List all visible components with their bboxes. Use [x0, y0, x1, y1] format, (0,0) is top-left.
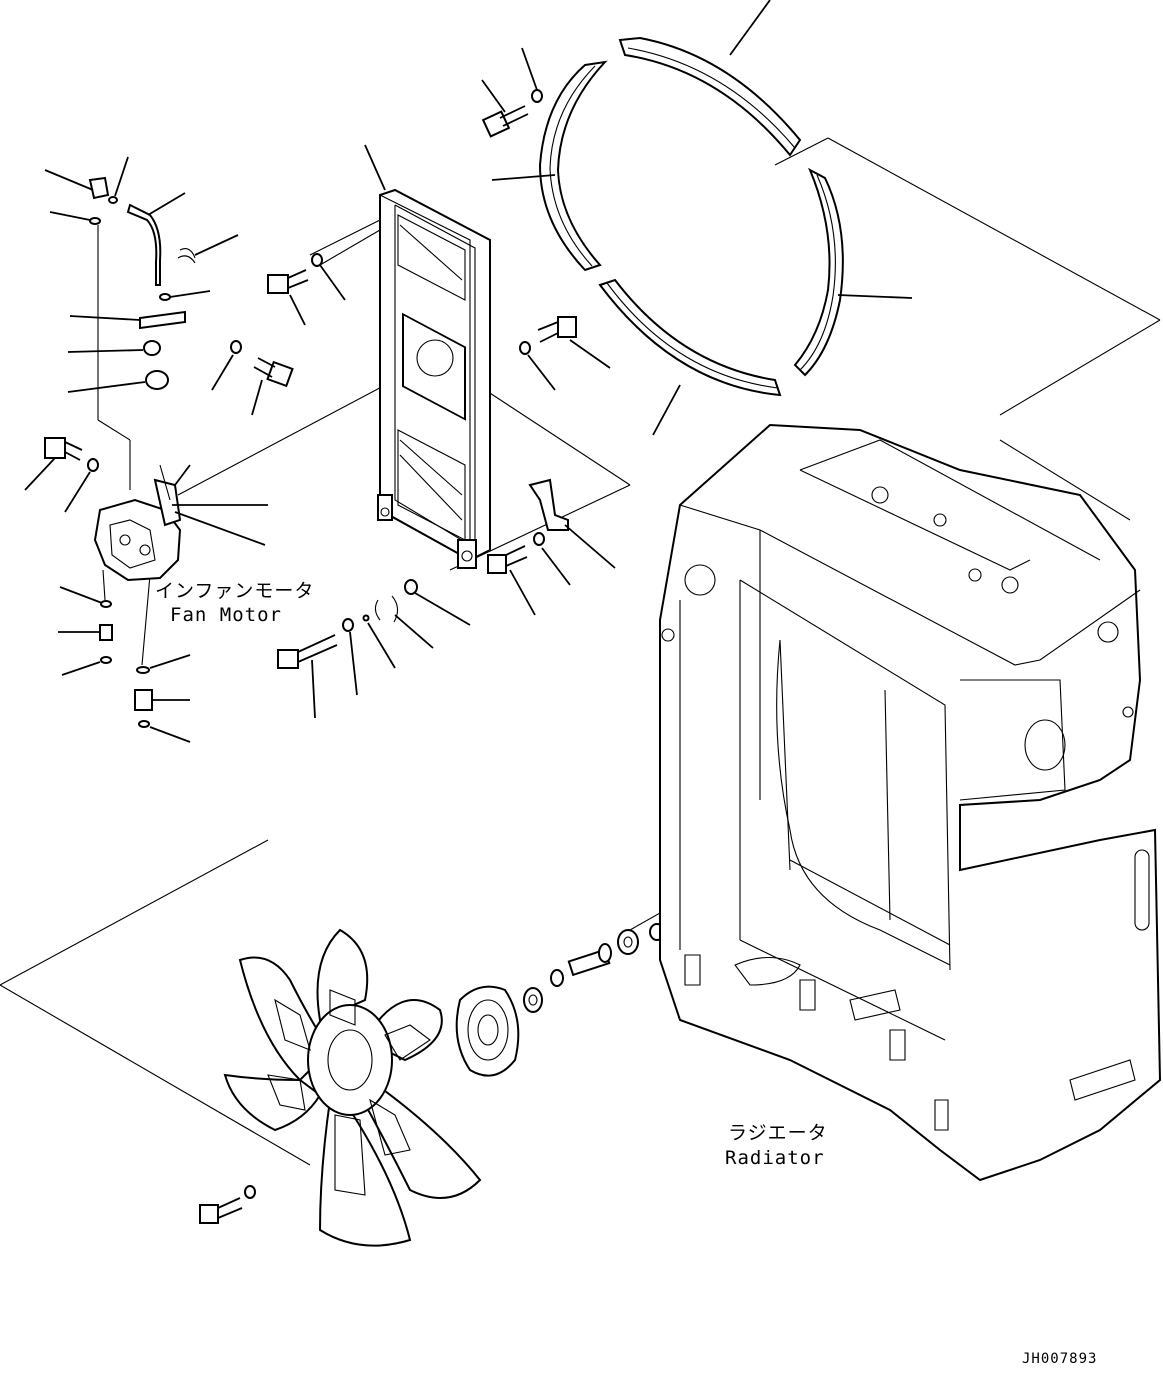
fan-shroud-rings	[491, 0, 913, 436]
spacer-and-bolt	[523, 923, 665, 1013]
fan-pulley	[455, 985, 520, 1077]
cooler-mount-bolts	[211, 253, 616, 719]
oil-cooler-frame	[364, 144, 491, 569]
radiator-label-jp: ラジエータ	[728, 1122, 828, 1144]
fan-motor-label-en: Fan Motor	[170, 604, 282, 626]
fan-motor	[58, 464, 268, 743]
fan-mount-bolt	[199, 1185, 256, 1224]
fan-motor-hose-group	[24, 156, 239, 513]
shroud-bolt	[481, 47, 543, 138]
radiator-label-en: Radiator	[725, 1147, 825, 1169]
fan-motor-label-jp: インファンモータ	[155, 580, 314, 602]
cooling-fan	[223, 928, 482, 1247]
drawing-code: JH007893	[1022, 1351, 1097, 1367]
radiator	[659, 423, 1162, 1182]
